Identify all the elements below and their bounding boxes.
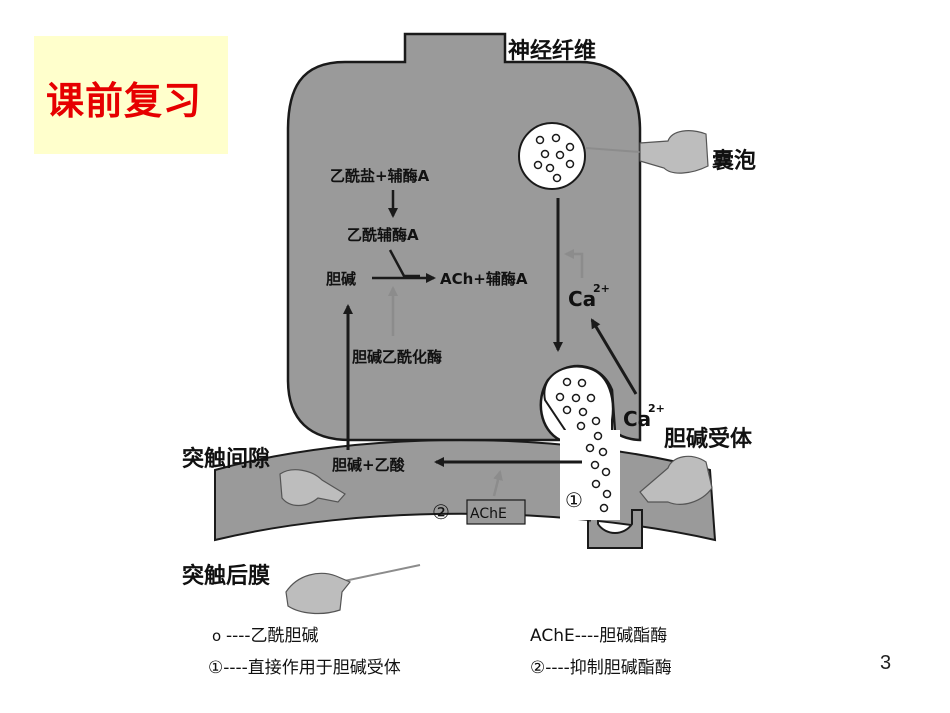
svg-text:2+: 2+ xyxy=(648,402,665,415)
receptor-label: 胆碱受体 xyxy=(664,426,753,452)
reactants-text: 乙酰盐+辅酶A xyxy=(330,167,430,185)
receptor-pointer-hand xyxy=(639,455,713,505)
page-number: 3 xyxy=(880,652,892,674)
postsynaptic-label: 突触后膜 xyxy=(182,563,270,589)
cleft-pointer-hand xyxy=(279,469,346,507)
receptor xyxy=(587,509,643,549)
slide-title: 课前复习 xyxy=(46,79,203,123)
arrow-calcium-trigger xyxy=(564,249,584,278)
legend-item1-text: ①----直接作用于胆碱受体 xyxy=(208,658,401,678)
ache-box xyxy=(466,499,526,525)
enzyme-text: 胆碱乙酰化酶 xyxy=(352,348,442,366)
choline-text: 胆碱 xyxy=(326,270,356,288)
released-ach-molecules xyxy=(555,377,612,513)
product-text: ACh+辅酶A xyxy=(440,270,528,288)
vesicle-ach-molecules xyxy=(533,133,575,183)
arrow-ache-action xyxy=(492,470,503,497)
legend-ach-text: ----乙酰胆碱 xyxy=(226,626,319,646)
svg-text:2+: 2+ xyxy=(593,282,610,295)
intermediate-text: 乙酰辅酶A xyxy=(347,226,419,244)
membrane-pointer-hand xyxy=(285,564,421,615)
arrow-intermediate-join xyxy=(388,249,420,278)
breakdown-products-text: 胆碱+乙酸 xyxy=(332,456,406,474)
marker-1: ① xyxy=(565,488,583,512)
legend: o ----乙酰胆碱 AChE----胆碱酯酶 ①----直接作用于胆碱受体 ②… xyxy=(208,626,672,678)
calcium-top: Ca 2+ xyxy=(568,282,610,311)
marker-2: ② xyxy=(432,500,450,524)
legend-item2-text: ②----抑制胆碱酯酶 xyxy=(530,658,672,678)
legend-ach-symbol: o xyxy=(212,627,221,645)
vesicle xyxy=(518,122,586,190)
title-box xyxy=(34,36,228,154)
calcium-bottom: Ca 2+ xyxy=(623,402,665,431)
svg-text:Ca: Ca xyxy=(568,287,596,311)
ache-box-label: AChE xyxy=(470,506,507,522)
cleft-label: 突触间隙 xyxy=(182,446,270,472)
svg-text:Ca: Ca xyxy=(623,407,651,431)
arrow-calcium-entry xyxy=(590,318,638,395)
vesicle-pointer-hand xyxy=(585,130,709,174)
legend-ache-text: AChE----胆碱酯酶 xyxy=(530,626,667,646)
vesicle-label: 囊泡 xyxy=(711,148,756,174)
nerve-fiber-label: 神经纤维 xyxy=(508,38,596,64)
